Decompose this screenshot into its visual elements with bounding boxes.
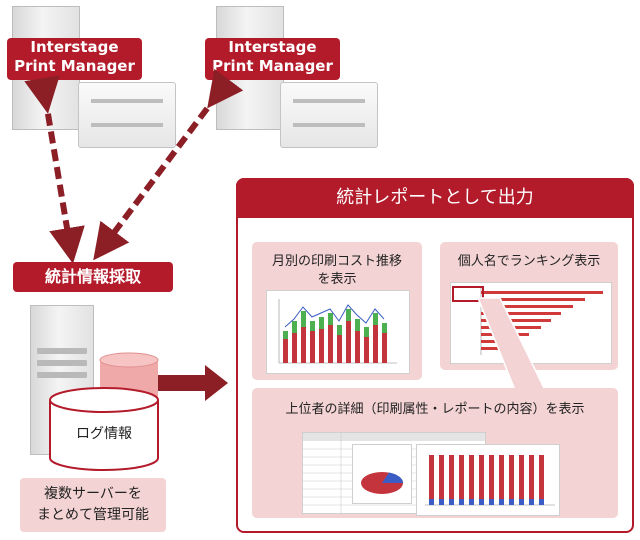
monthly-cost-chart-thumbnail	[266, 290, 410, 374]
panel-details-title: 上位者の詳細（印刷属性・レポートの内容）を表示	[285, 402, 585, 417]
panel-ranking-title: 個人名でランキング表示	[457, 254, 601, 269]
panel-ranking: 個人名でランキング表示	[440, 242, 618, 370]
solid-arrow-head	[205, 365, 228, 401]
panel-monthly-cost-title-2: を表示	[317, 272, 357, 287]
report-box-header: 統計レポートとして出力	[236, 178, 634, 218]
note-box: 複数サーバーを まとめて管理可能	[20, 478, 166, 532]
collector-label: 統計情報採取	[13, 262, 173, 292]
panel-monthly-cost: 月別の印刷コスト推移 を表示	[252, 242, 422, 380]
solid-arrow-body	[155, 375, 207, 391]
ranking-highlight-marker	[452, 286, 484, 302]
details-pie-thumbnail	[352, 444, 412, 504]
ranking-chart-thumbnail	[450, 282, 612, 364]
collector-label-text: 統計情報採取	[44, 267, 141, 286]
note-line1: 複数サーバーを	[44, 486, 142, 502]
panel-details: 上位者の詳細（印刷属性・レポートの内容）を表示	[252, 388, 618, 518]
note-line2: まとめて管理可能	[37, 507, 149, 523]
log-database-label: ログ情報	[76, 426, 132, 442]
print-manager-label-line1: Interstage	[30, 38, 119, 56]
log-database	[49, 352, 159, 471]
details-bar-thumbnail	[416, 444, 560, 516]
print-manager-label-line1: Interstage	[228, 38, 317, 56]
panel-monthly-cost-title-1: 月別の印刷コスト推移	[271, 254, 402, 269]
details-pie-graphic	[361, 472, 404, 494]
report-box-title: 統計レポートとして出力	[336, 187, 534, 208]
printer-right	[280, 82, 378, 148]
print-manager-label-right: Interstage Print Manager	[205, 38, 340, 80]
dashed-arrow-right	[93, 68, 244, 261]
dashed-arrow-left	[24, 75, 85, 264]
monthly-cost-chart-graphic	[278, 299, 397, 364]
details-bar-graphic	[425, 455, 555, 506]
